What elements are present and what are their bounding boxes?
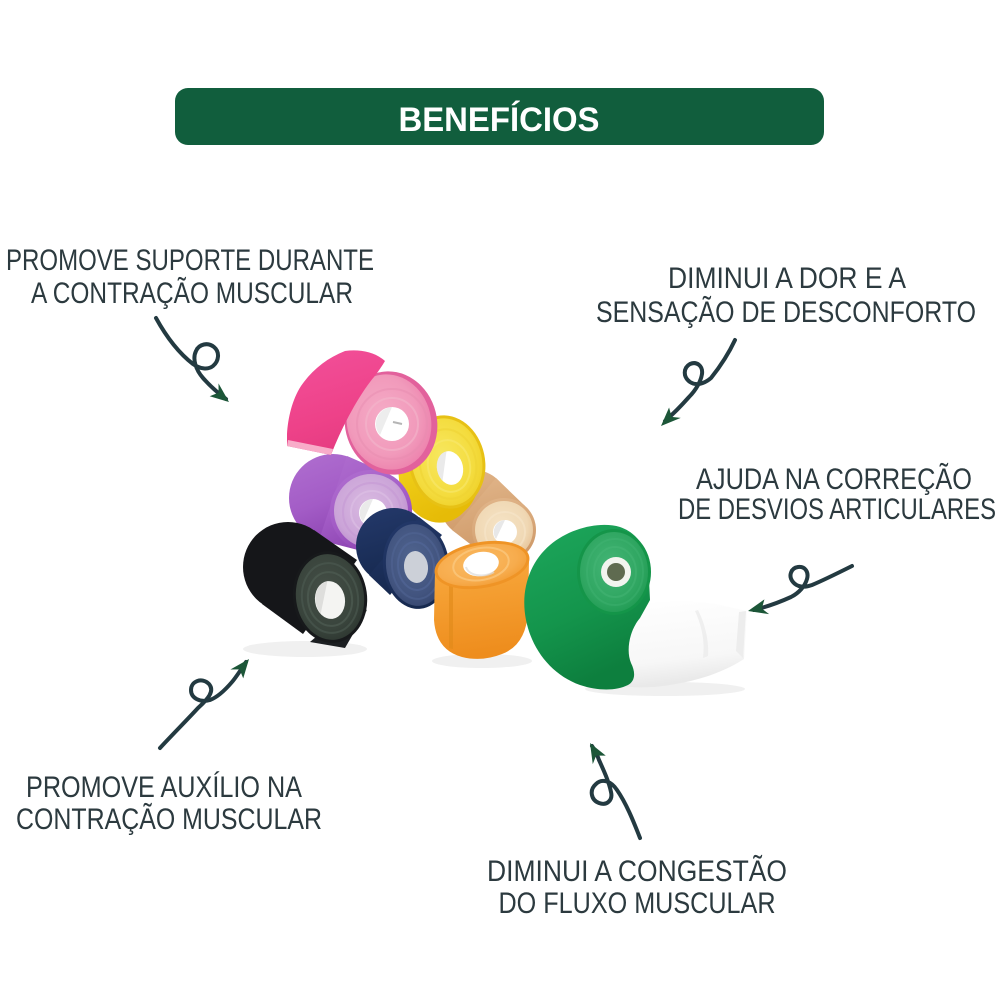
svg-text:PROMOVE AUXÍLIO NA: PROMOVE AUXÍLIO NA [26, 771, 302, 804]
svg-text:DIMINUI A DOR E A: DIMINUI A DOR E A [668, 262, 906, 295]
svg-text:BENEFÍCIOS: BENEFÍCIOS [399, 101, 600, 139]
svg-text:DO FLUXO MUSCULAR: DO FLUXO MUSCULAR [499, 887, 776, 920]
svg-text:DIMINUI A CONGESTÃO: DIMINUI A CONGESTÃO [487, 854, 787, 888]
svg-text:CONTRAÇÃO MUSCULAR: CONTRAÇÃO MUSCULAR [16, 802, 322, 836]
svg-text:A CONTRAÇÃO MUSCULAR: A CONTRAÇÃO MUSCULAR [31, 276, 353, 310]
svg-text:PROMOVE SUPORTE DURANTE: PROMOVE SUPORTE DURANTE [6, 244, 374, 277]
svg-text:AJUDA NA CORREÇÃO: AJUDA NA CORREÇÃO [696, 462, 972, 496]
svg-text:SENSAÇÃO DE DESCONFORTO: SENSAÇÃO DE DESCONFORTO [596, 295, 976, 329]
svg-text:DE DESVIOS ARTICULARES: DE DESVIOS ARTICULARES [678, 493, 996, 526]
